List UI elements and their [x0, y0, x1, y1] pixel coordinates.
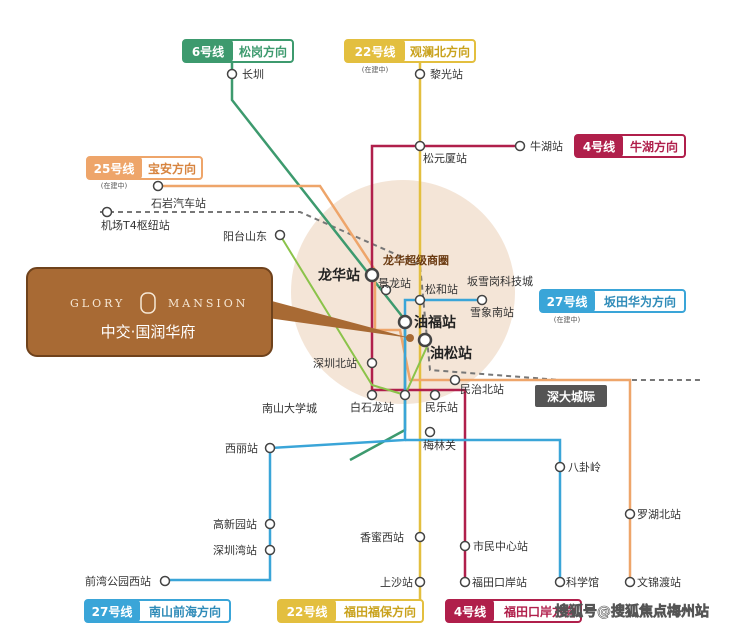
station-songhe: 松和站	[425, 282, 458, 296]
station-science-museum: 科学馆	[566, 575, 599, 589]
station-songyuansha: 松元厦站	[423, 151, 467, 165]
tag-line27-bottom-dir: 南山前海方向	[149, 604, 221, 619]
station-minle: 民乐站	[425, 400, 458, 414]
project-location-dot	[406, 334, 414, 342]
station-yousong: 油松站	[430, 345, 472, 362]
station-shangsha: 上沙站	[380, 575, 413, 589]
stations	[101, 68, 636, 588]
station-gaoxinyuan: 高新园站	[213, 517, 257, 531]
tag-line22-top-dir: 观澜北方向	[410, 44, 470, 59]
tag-line22-bottom-num: 22号线	[287, 604, 328, 619]
intercity-line	[100, 211, 700, 381]
project-callout: GLORY MANSION 中交·国润华府	[26, 267, 273, 357]
tag-line22-bottom-dir: 福田福保方向	[343, 604, 416, 619]
tag-line22-top-num: 22号线	[355, 44, 396, 59]
station-liguang: 黎光站	[430, 67, 463, 81]
station-meilin: 梅林关	[423, 438, 456, 452]
tag-line4-right-num: 4号线	[583, 139, 615, 154]
tag-line25: 25号线 宝安方向 (在建中)	[86, 156, 203, 190]
station-futian-port: 福田口岸站	[472, 575, 527, 589]
station-bantian-tech: 坂雪岗科技城	[467, 274, 533, 288]
station-qianwan-park: 前湾公园西站	[85, 574, 151, 588]
tag-line4-right: 4号线 牛湖方向	[574, 134, 686, 158]
station-wenjindu: 文锦渡站	[637, 575, 681, 589]
tag-line27-bottom: 27号线 南山前海方向	[84, 599, 231, 623]
tag-line4-bottom-dir: 福田口岸方向	[503, 604, 576, 619]
station-bagualing: 八卦岭	[568, 460, 601, 474]
tag-line22-bottom: 22号线 福田福保方向	[277, 599, 424, 623]
tag-line25-num: 25号线	[94, 161, 135, 176]
tag-line25-dir: 宝安方向	[148, 161, 196, 176]
station-shenzhen-north: 深圳北站	[313, 356, 357, 370]
station-jinglong: 景龙站	[378, 276, 411, 290]
project-name-cn: 中交·国润华府	[101, 323, 196, 341]
tag-line22-top: 22号线 观澜北方向 (在建中)	[344, 39, 476, 74]
station-minzhi-north: 民治北站	[460, 382, 504, 396]
project-name-en-right: MANSION	[168, 297, 248, 310]
station-jichang-t4: 机场T4枢纽站	[101, 218, 170, 232]
station-baishilong: 白石龙站	[350, 400, 394, 414]
tag-line22-top-note: (在建中)	[362, 65, 389, 74]
line5-route	[279, 234, 431, 397]
intercity-tag: 深大城际	[535, 385, 607, 407]
station-niuhu: 牛湖站	[530, 139, 563, 153]
station-shenzhenwan: 深圳湾站	[213, 543, 257, 557]
project-name-en-left: GLORY	[70, 297, 125, 310]
station-changzhen: 长圳	[242, 68, 264, 81]
tag-line27-right-num: 27号线	[547, 294, 588, 309]
tag-line6-top: 6号线 松岗方向	[182, 39, 294, 63]
tag-line27-right-note: (在建中)	[554, 315, 581, 324]
station-luohu-north: 罗湖北站	[637, 507, 681, 521]
label-longhua-mall: 龙华超级商圈	[382, 253, 449, 267]
tag-line27-right-dir: 坂田华为方向	[604, 294, 676, 309]
tag-line4-bottom-num: 4号线	[454, 604, 486, 619]
station-xuexiangnan: 雪象南站	[470, 305, 514, 319]
callout-pointer	[268, 300, 410, 338]
tag-line6-top-num: 6号线	[192, 44, 224, 59]
tag-line27-bottom-num: 27号线	[92, 604, 133, 619]
intercity-label: 深大城际	[547, 389, 595, 404]
watermark: 搜狐号@搜狐焦点梅州站	[555, 603, 709, 620]
project-logo-icon	[140, 292, 156, 314]
project-radius-circle	[291, 180, 515, 404]
station-nanshan-univ: 南山大学城	[262, 401, 317, 415]
station-xili: 西丽站	[225, 441, 258, 455]
tag-line4-bottom: 4号线 福田口岸方向	[445, 599, 582, 623]
station-xiangmi-west: 香蜜西站	[360, 530, 404, 544]
station-yangtaishan: 阳台山东	[223, 229, 267, 243]
station-shiyan: 石岩汽车站	[151, 196, 206, 210]
tag-line25-note: (在建中)	[101, 181, 128, 190]
tag-line6-top-dir: 松岗方向	[239, 44, 287, 59]
line27-branch	[405, 438, 562, 585]
station-longhua: 龙华站	[317, 267, 360, 284]
tag-line27-right: 27号线 坂田华为方向 (在建中)	[539, 289, 686, 324]
line25-route	[155, 184, 632, 585]
tag-line4-right-dir: 牛湖方向	[630, 139, 678, 154]
station-civic-center: 市民中心站	[473, 539, 528, 553]
station-youfu: 油福站	[414, 314, 456, 331]
